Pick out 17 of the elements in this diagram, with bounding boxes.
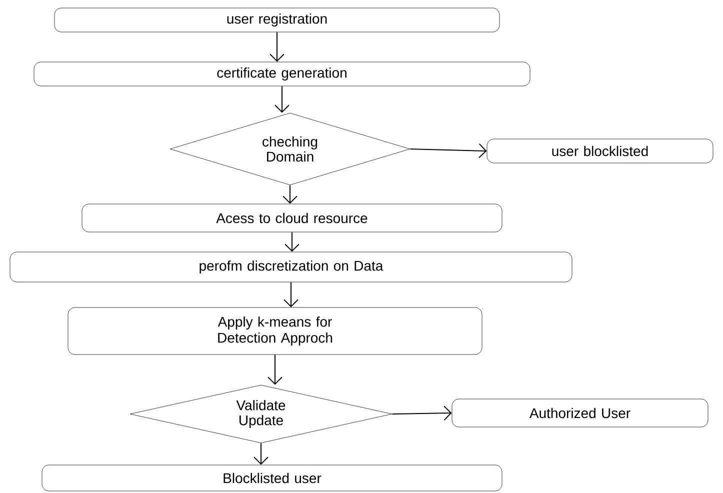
process-box: user registration <box>54 8 500 32</box>
process-box: Blocklisted user <box>42 464 502 492</box>
arrow <box>274 86 290 113</box>
process-box: user blocklisted <box>486 138 714 164</box>
arrow <box>268 354 282 385</box>
arrow <box>254 442 268 465</box>
arrow <box>282 184 298 204</box>
arrow <box>410 143 487 158</box>
process-box: Apply k-means for Detection Approch <box>68 307 482 355</box>
process-box: Acess to cloud resource <box>82 204 502 232</box>
arrow <box>270 32 284 62</box>
process-box: Authorized User <box>452 398 708 428</box>
arrow <box>392 406 452 421</box>
arrow <box>284 232 300 252</box>
process-box: certificate generation <box>34 62 530 86</box>
arrow <box>284 282 298 308</box>
process-box: perofm discretization on Data <box>10 252 572 282</box>
